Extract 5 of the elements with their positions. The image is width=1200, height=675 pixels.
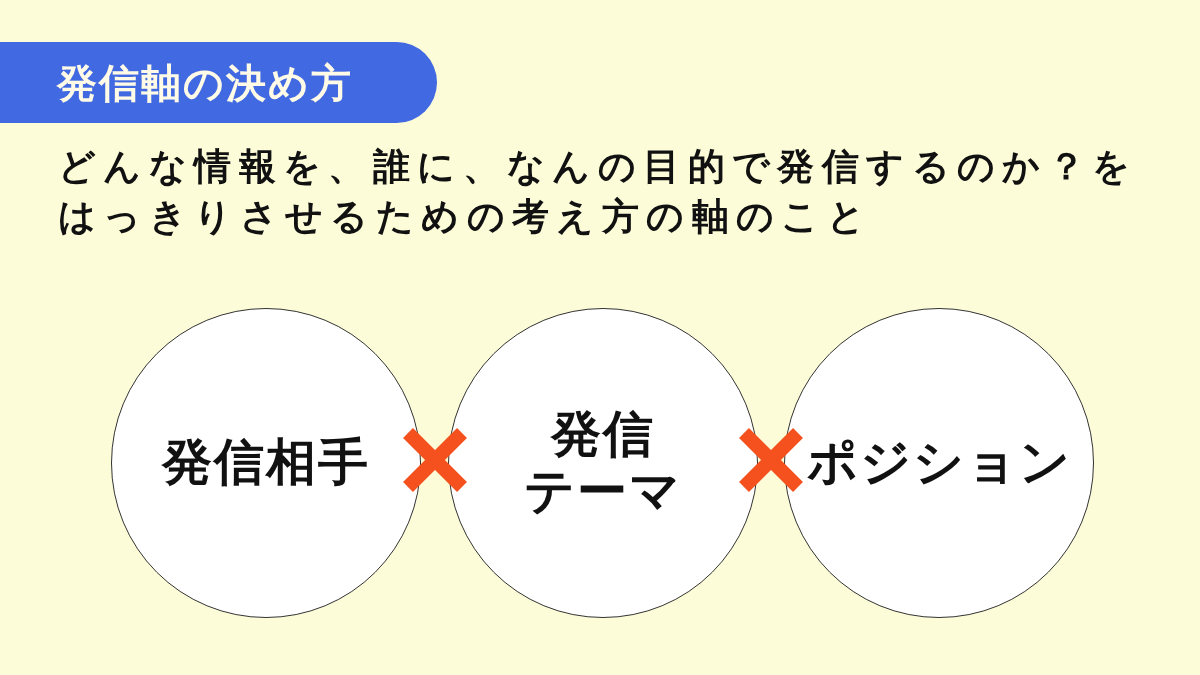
node-label: ポジション xyxy=(806,434,1072,492)
node-label: 発信相手 xyxy=(162,434,370,492)
description-text: どんな情報を、誰に、なんの目的で発信するのか？をはっきりさせるための考え方の軸のこと xyxy=(58,144,1139,240)
node-label: 発信テーマ xyxy=(523,405,683,521)
title-text: 発信軸の決め方 xyxy=(57,58,353,107)
